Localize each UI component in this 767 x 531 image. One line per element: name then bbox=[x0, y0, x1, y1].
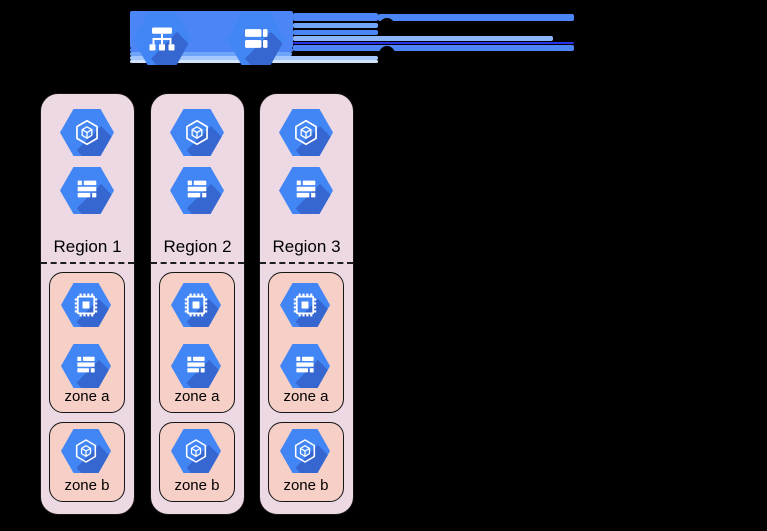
streak-gap bbox=[379, 46, 395, 62]
zone-label: zone a bbox=[283, 388, 329, 405]
streak-bar bbox=[293, 13, 378, 21]
cloud-load-balancing-icon bbox=[133, 13, 191, 65]
cloud-sql-icon bbox=[60, 167, 114, 214]
kubernetes-engine-icon bbox=[171, 429, 221, 473]
zone-label: zone a bbox=[64, 388, 110, 405]
region-label: Region 2 bbox=[163, 237, 232, 256]
zone-label: zone b bbox=[283, 477, 329, 494]
cloud-sql-icon bbox=[280, 344, 330, 388]
cloud-sql-icon bbox=[61, 344, 111, 388]
cloud-storage-icon bbox=[227, 13, 285, 65]
region-box-1: Region 1 zone a zone b bbox=[40, 93, 135, 515]
motion-streaks bbox=[0, 0, 767, 80]
streak-bar bbox=[293, 42, 574, 44]
streak-bar bbox=[293, 36, 553, 41]
streak-bar bbox=[293, 30, 378, 35]
kubernetes-engine-icon bbox=[61, 429, 111, 473]
zone-label: zone b bbox=[174, 477, 220, 494]
zone-a-box: zone a bbox=[159, 272, 235, 413]
compute-engine-icon bbox=[171, 283, 221, 327]
kubernetes-engine-icon bbox=[279, 109, 333, 156]
region-label: Region 3 bbox=[272, 237, 341, 256]
streak-gap bbox=[379, 18, 395, 34]
region-zone-divider bbox=[41, 262, 134, 264]
kubernetes-engine-icon bbox=[60, 109, 114, 156]
compute-engine-icon bbox=[280, 283, 330, 327]
streak-bar bbox=[378, 14, 574, 21]
region-label: Region 1 bbox=[53, 237, 122, 256]
zone-a-box: zone a bbox=[268, 272, 344, 413]
streak-bar bbox=[293, 23, 378, 28]
zone-b-box: zone b bbox=[49, 422, 125, 502]
cloud-sql-icon bbox=[171, 344, 221, 388]
zone-b-box: zone b bbox=[268, 422, 344, 502]
region-box-3: Region 3 zone a zone b bbox=[259, 93, 354, 515]
zone-label: zone b bbox=[64, 477, 110, 494]
region-zone-divider bbox=[151, 262, 244, 264]
region-zone-divider bbox=[260, 262, 353, 264]
cloud-sql-icon bbox=[170, 167, 224, 214]
zone-a-box: zone a bbox=[49, 272, 125, 413]
kubernetes-engine-icon bbox=[170, 109, 224, 156]
streak-bar bbox=[130, 52, 292, 56]
cloud-sql-icon bbox=[279, 167, 333, 214]
zone-b-box: zone b bbox=[159, 422, 235, 502]
zone-label: zone a bbox=[174, 388, 220, 405]
streak-bar bbox=[293, 45, 574, 51]
compute-engine-icon bbox=[61, 283, 111, 327]
streak-bar bbox=[130, 48, 293, 52]
region-box-2: Region 2 zone a zone b bbox=[150, 93, 245, 515]
kubernetes-engine-icon bbox=[280, 429, 330, 473]
